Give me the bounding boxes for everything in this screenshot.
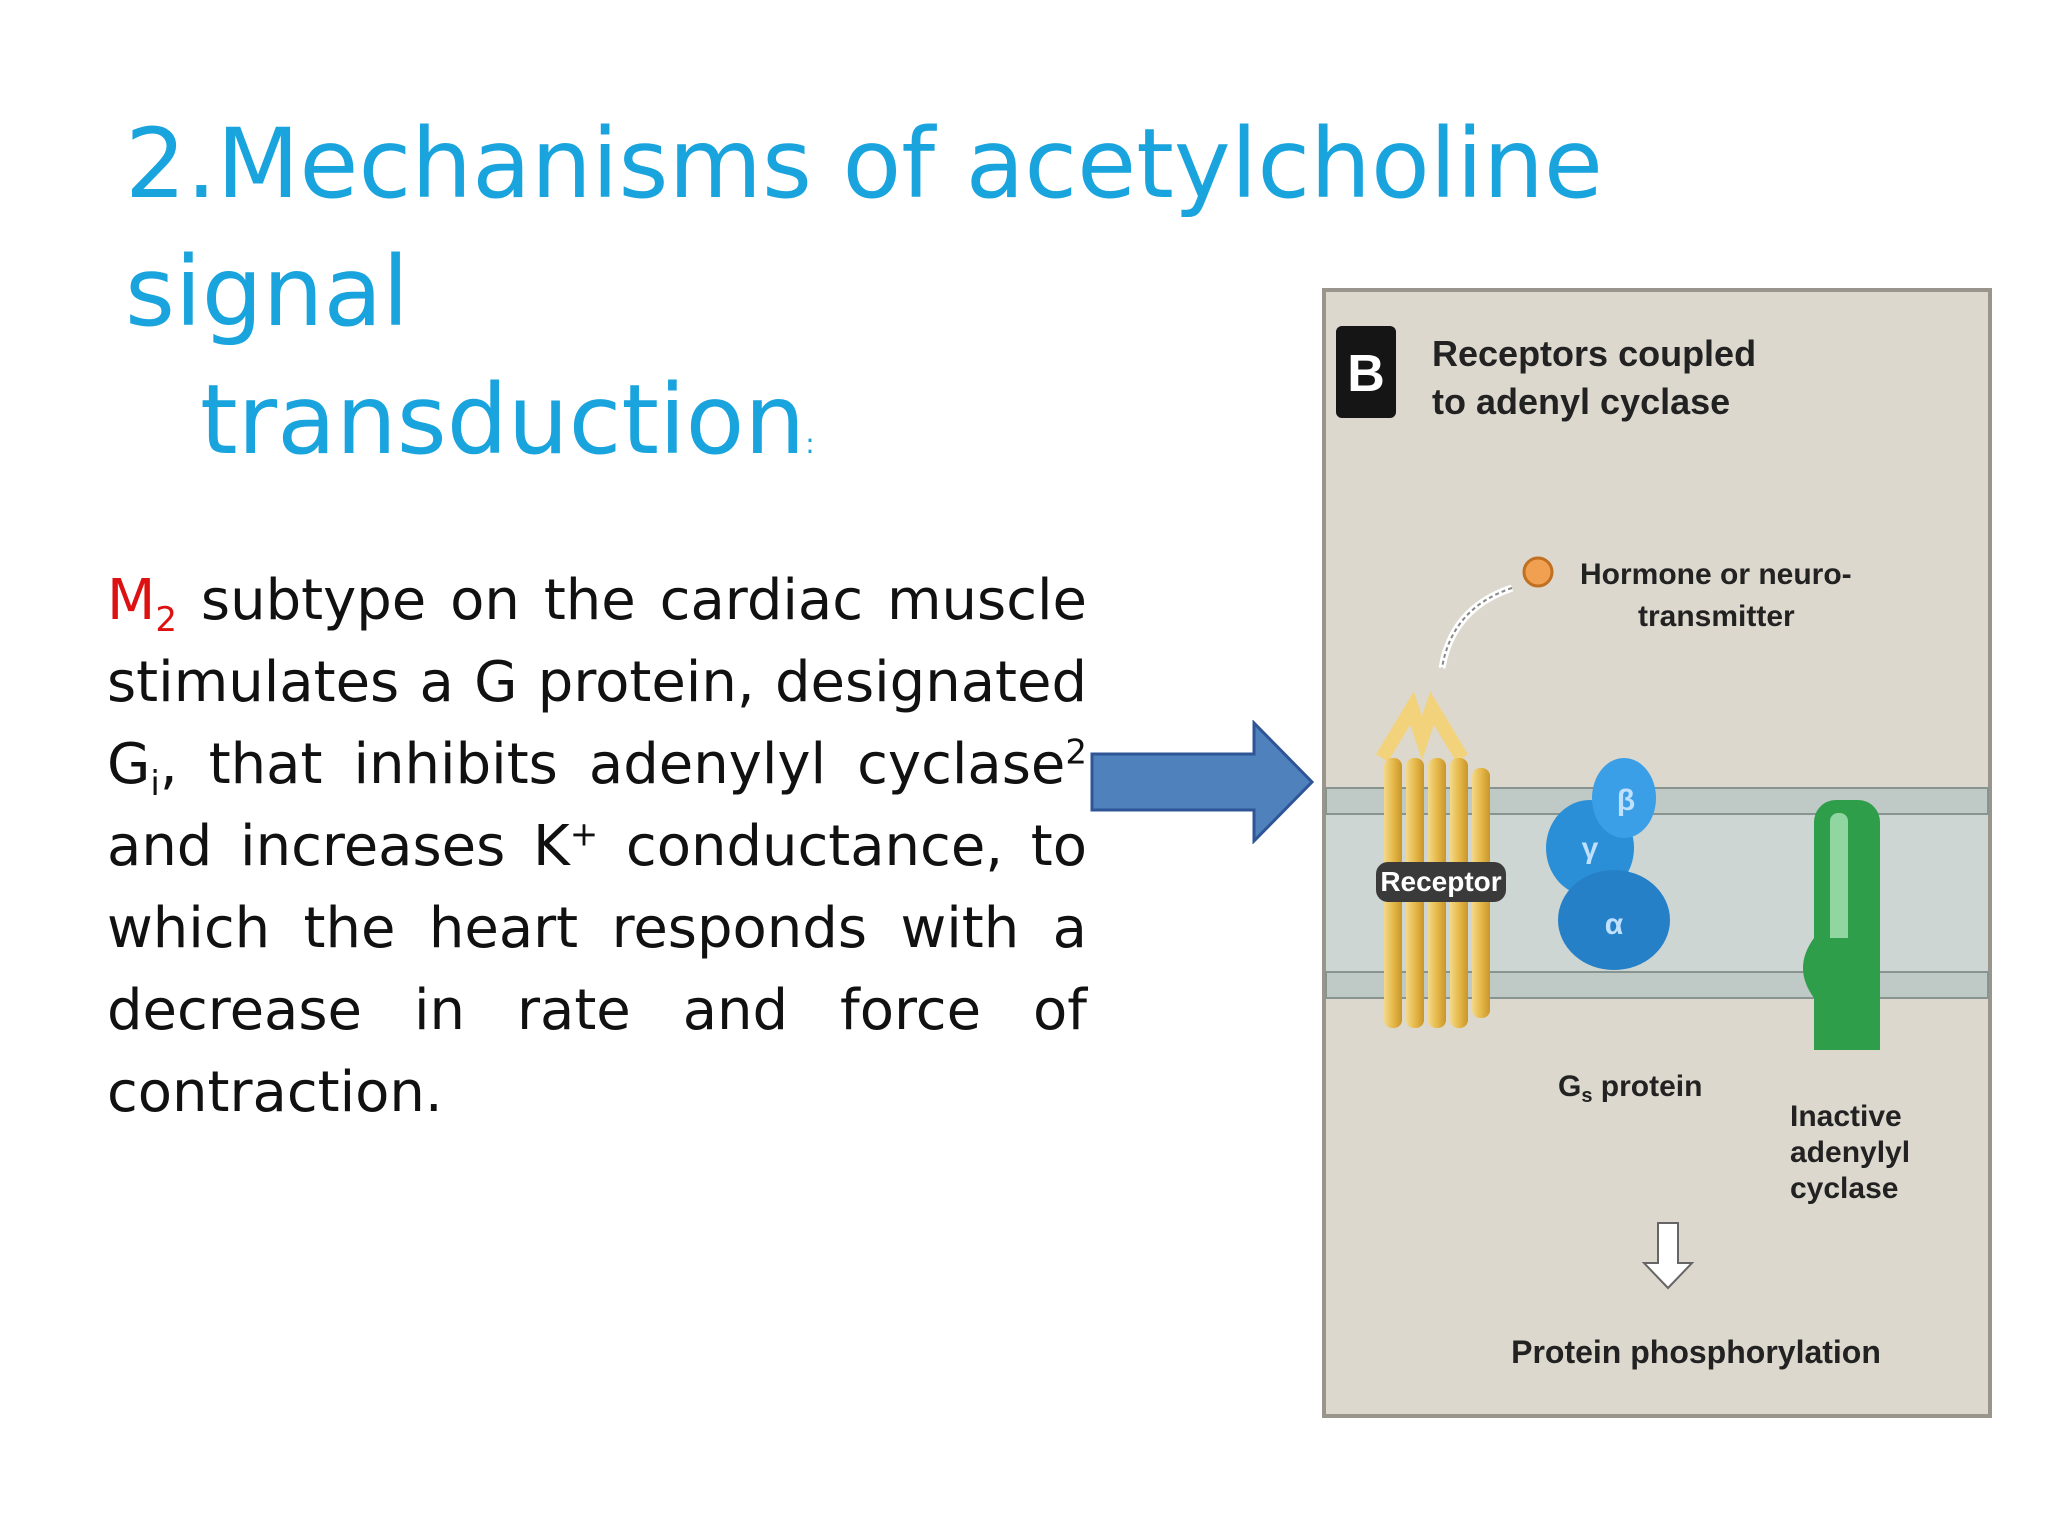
body-paragraph: M2 subtype on the cardiac muscle stimula… bbox=[107, 560, 1087, 1134]
g-protein-label: Gs protein bbox=[1558, 1070, 1702, 1107]
m2-label: M2 bbox=[107, 568, 177, 637]
right-arrow-icon bbox=[1090, 720, 1315, 844]
body-text-2: , that inhibits adenylyl cyclase bbox=[159, 732, 1066, 797]
g-protein-label-main: G bbox=[1558, 1070, 1581, 1103]
title-line-2-text: transduction bbox=[200, 364, 806, 476]
pointer-arrow bbox=[1090, 720, 1315, 844]
receptor-binding-site bbox=[1375, 691, 1469, 762]
ligand-label-line-1: Hormone or neuro- bbox=[1580, 558, 1852, 591]
g-protein-alpha bbox=[1558, 870, 1670, 970]
cyclase-foot bbox=[1803, 938, 1880, 1050]
protein-phosphorylation-label: Protein phosphorylation bbox=[1511, 1334, 1881, 1370]
down-arrow-icon bbox=[1641, 1222, 1695, 1290]
ligand-icon bbox=[1522, 556, 1554, 588]
cyclase-label-line-2: adenylyl bbox=[1790, 1136, 1910, 1169]
receptor-label-box bbox=[1376, 862, 1506, 902]
title-line-2: transduction: bbox=[125, 356, 1725, 508]
adenylyl-cyclase-icon bbox=[1803, 800, 1880, 1050]
gi-subscript: i bbox=[150, 764, 160, 805]
g-protein-label-rest: protein bbox=[1592, 1070, 1702, 1103]
citation-superscript: 2 bbox=[1065, 732, 1087, 773]
figure-canvas: B Receptors coupled to adenyl cyclase Ho… bbox=[1322, 288, 1992, 1418]
ligand-label-line-2: transmitter bbox=[1638, 600, 1795, 633]
membrane-upper-heads bbox=[1325, 787, 1989, 815]
g-protein-icon: γ β α bbox=[1546, 758, 1670, 970]
receptor-label: Receptor bbox=[1380, 866, 1501, 897]
beta-label: β bbox=[1617, 784, 1635, 817]
body-text-4: conductance, to which the heart responds… bbox=[107, 814, 1088, 1125]
g-protein-label-sub: s bbox=[1581, 1085, 1592, 1107]
figure-heading-line-1: Receptors coupled bbox=[1432, 333, 1756, 374]
binding-arrow-outline bbox=[1441, 587, 1513, 669]
panel-letter: B bbox=[1347, 345, 1385, 403]
title-colon: : bbox=[805, 427, 815, 460]
body-text-1: subtype on the cardiac muscle stimulates… bbox=[107, 568, 1087, 797]
gamma-label: γ bbox=[1582, 832, 1599, 865]
title-line-1: 2.Mechanisms of acetylcholine signal bbox=[125, 108, 1603, 348]
slide-title: 2.Mechanisms of acetylcholine signal tra… bbox=[125, 100, 1725, 508]
adenylyl-cyclase-figure: B Receptors coupled to adenyl cyclase Ho… bbox=[1322, 288, 1992, 1418]
g-protein-beta bbox=[1592, 758, 1656, 838]
k-superscript: + bbox=[569, 814, 599, 855]
m-subscript: 2 bbox=[155, 600, 177, 641]
cyclase-label-line-1: Inactive bbox=[1790, 1100, 1902, 1133]
alpha-label: α bbox=[1605, 908, 1624, 941]
membrane-lower-heads bbox=[1325, 971, 1989, 999]
cyclase-label-line-3: cyclase bbox=[1790, 1172, 1898, 1205]
body-text-3: and increases K bbox=[107, 814, 570, 879]
panel-letter-box bbox=[1336, 326, 1396, 418]
m-letter: M bbox=[107, 568, 156, 633]
figure-heading-line-2: to adenyl cyclase bbox=[1432, 381, 1730, 422]
